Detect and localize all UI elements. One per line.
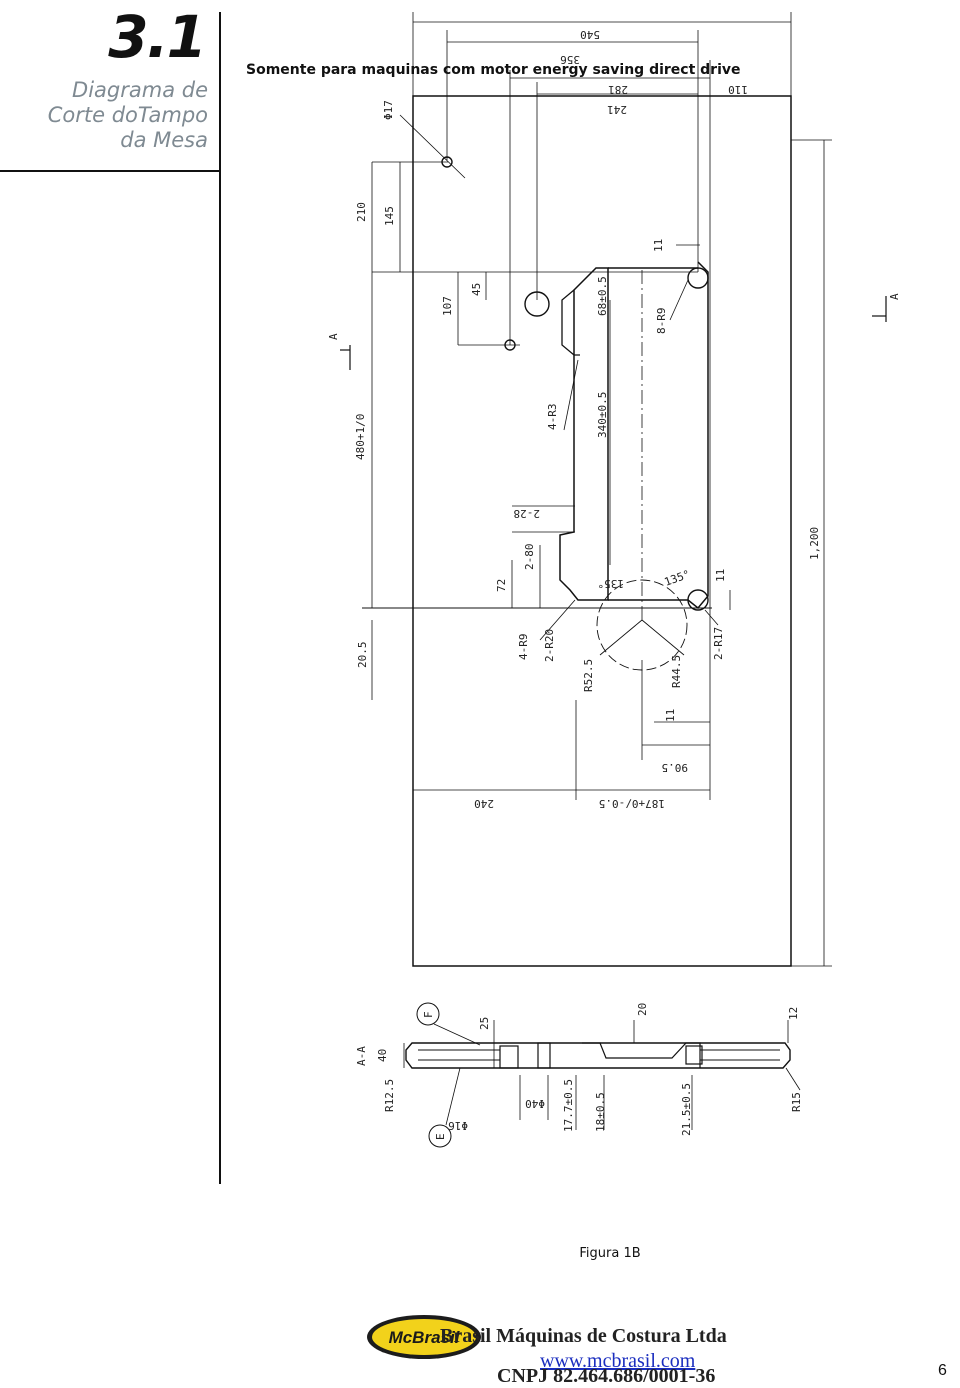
dim-1200: 1,200 — [808, 527, 821, 560]
dim-top-540: 540 — [580, 28, 600, 41]
dim-45: 45 — [470, 283, 483, 296]
section-view-aa — [403, 1002, 801, 1148]
section-callout-e: E — [434, 1133, 447, 1140]
dim-2-28: 2-28 — [514, 507, 541, 520]
company-cnpj: CNPJ 82.464.686/0001-36 — [497, 1365, 716, 1387]
dim-2-80: 2-80 — [523, 544, 536, 571]
section-dim-21-5: 21.5±0.5 — [680, 1083, 693, 1136]
dim-8-R9: 8-R9 — [655, 308, 668, 335]
dim-R44-5: R44.5 — [670, 655, 683, 688]
section-mark-left: A — [327, 333, 340, 340]
dim-4-R3: 4-R3 — [546, 404, 559, 431]
dim-68: 68±0.5 — [596, 276, 609, 316]
section-dim-40: 40 — [376, 1049, 389, 1062]
section-dim-phi40: Φ40 — [525, 1097, 545, 1110]
section-title-line1: Diagrama de — [72, 78, 208, 102]
section-dim-25: 25 — [478, 1017, 491, 1030]
dim-145: 145 — [383, 206, 396, 226]
dim-90-5: 90.5 — [662, 761, 689, 774]
dim-top-241: 241 — [607, 103, 627, 116]
section-title: Diagrama de Corte doTampo da Mesa — [10, 78, 208, 153]
section-dim-20: 20 — [636, 1003, 649, 1016]
section-callout-f: F — [422, 1011, 435, 1018]
dim-2-R20: 2-R20 — [543, 629, 556, 662]
dim-top-281: 281 — [608, 83, 628, 96]
dim-480: 480+1/0 — [354, 414, 367, 460]
page-subtitle: Somente para maquinas com motor energy s… — [246, 62, 741, 78]
header-rule-vertical — [219, 12, 221, 1184]
dim-135-left: 135° — [598, 577, 625, 590]
section-dim-phi16: Φ16 — [448, 1119, 468, 1132]
dim-210: 210 — [355, 202, 368, 222]
dim-340: 340±0.5 — [596, 392, 609, 438]
section-mark-right: A — [888, 293, 901, 300]
website-link[interactable]: www.mcbrasil.com — [540, 1350, 696, 1372]
company-name: Brasil Máquinas de Costura Ltda — [440, 1325, 727, 1347]
dim-phi17: Φ17 — [382, 100, 395, 120]
dim-72: 72 — [495, 579, 508, 592]
section-label: A-A — [355, 1046, 368, 1066]
table-outline — [412, 95, 792, 967]
dim-187: 187+0/-0.5 — [599, 797, 665, 810]
dim-top-356: 356 — [560, 53, 580, 66]
dim-107: 107 — [441, 296, 454, 316]
page-number: 6 — [938, 1362, 947, 1379]
figure-caption: Figura 1B — [579, 1246, 641, 1261]
dim-135-right: 135° — [663, 568, 692, 589]
dim-4-R9: 4-R9 — [517, 634, 530, 661]
mcbrasil-logo: McBrasil — [367, 1315, 481, 1359]
dim-11-right: 11 — [714, 569, 727, 582]
section-dim-18: 18±0.5 — [594, 1092, 607, 1132]
dim-top-110: 110 — [728, 83, 748, 96]
dim-R52-5: R52.5 — [582, 659, 595, 692]
logo-text: McBrasil — [389, 1328, 461, 1347]
dim-11-top: 11 — [652, 239, 665, 252]
section-number: 3.1 — [108, 3, 207, 71]
header-rule-horizontal — [0, 170, 220, 172]
section-dim-17-7: 17.7±0.5 — [562, 1079, 575, 1132]
dim-20-5: 20.5 — [356, 642, 369, 669]
section-title-line2: Corte doTampo — [47, 103, 208, 127]
section-dim-R12-5: R12.5 — [383, 1079, 396, 1112]
section-dim-R15: R15 — [790, 1092, 803, 1112]
dim-2-R17: 2-R17 — [712, 627, 725, 660]
section-title-line3: da Mesa — [120, 128, 208, 152]
dim-240: 240 — [474, 797, 494, 810]
section-dim-12: 12 — [787, 1007, 800, 1020]
dim-11-bottom: 11 — [664, 709, 677, 722]
